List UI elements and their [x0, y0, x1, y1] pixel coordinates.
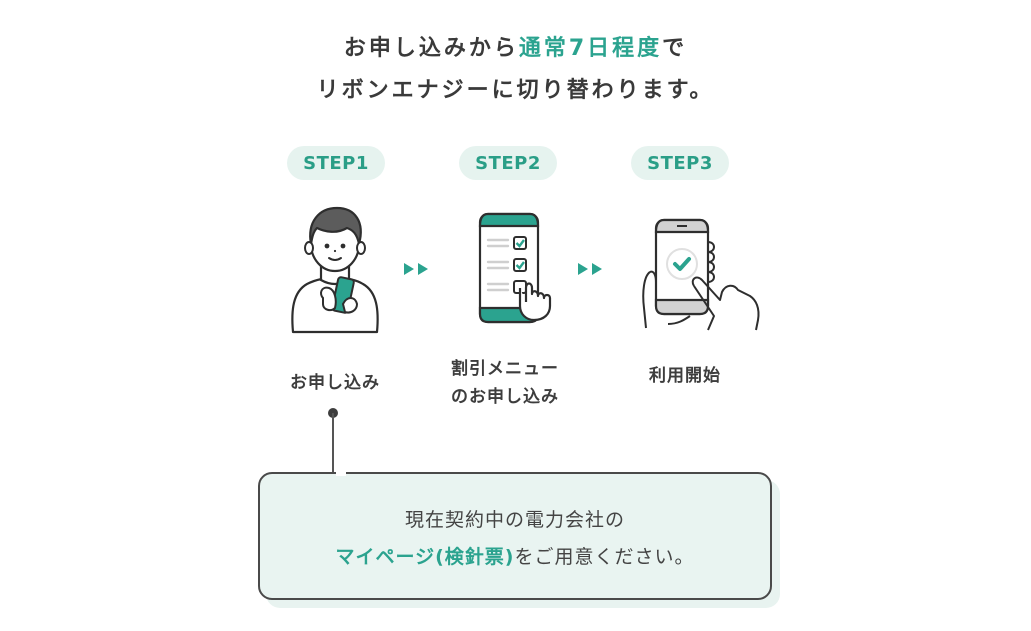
headline-accent: 通常7日程度	[518, 36, 663, 61]
note-line-1: 現在契約中の電力会社の	[404, 509, 625, 531]
note-connector-gap	[336, 470, 346, 476]
step-1-pill: STEP1	[287, 146, 385, 180]
person-with-phone-icon	[291, 206, 379, 334]
note-box	[258, 472, 772, 600]
step-1-label: お申し込み	[270, 369, 400, 397]
note-suffix: をご用意ください。	[514, 546, 695, 568]
headline-line-1: お申し込みから通常7日程度で	[0, 30, 1031, 62]
step-3-pill: STEP3	[631, 146, 729, 180]
headline-line-2: リボンエナジーに切り替わります。	[316, 78, 715, 103]
phone-checklist-icon	[478, 212, 552, 324]
step-3-label-line: 利用開始	[649, 366, 721, 386]
step-2-pill: STEP2	[459, 146, 557, 180]
note-line-2: マイページ(検針票)をご用意ください。	[258, 542, 772, 569]
step-2-label: 割引メニュー のお申し込み	[430, 355, 580, 411]
phone-check-hand-icon	[642, 218, 760, 331]
headline-suffix: で	[662, 36, 688, 61]
note-accent: マイページ(検針票)	[335, 546, 515, 568]
step-3-label: 利用開始	[620, 362, 750, 390]
connector-line	[332, 413, 334, 473]
step-1-label-line: お申し込み	[290, 373, 380, 393]
double-chevron-right-icon	[578, 263, 602, 275]
step-2-label-line-2: のお申し込み	[451, 387, 559, 407]
step-2-label-line-1: 割引メニュー	[451, 359, 559, 379]
double-chevron-right-icon	[404, 263, 428, 275]
headline-prefix: お申し込みから	[343, 36, 519, 61]
